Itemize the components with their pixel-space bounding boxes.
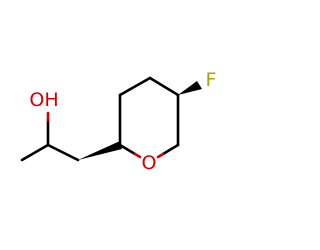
bond-ring-c2-oxygen-red [133,152,142,159]
bond-ring-c2-oxygen [118,143,137,156]
bond-ring-c6-oxygen-red [156,152,165,159]
structure-diagram: OH O F [20,69,217,174]
fluorine-label: F [206,69,217,91]
stereo-wedge-c2 [78,141,122,160]
ring-oxygen-label: O [142,152,157,174]
stereo-wedge-c5 [178,81,202,95]
bond-ring-c4-c5 [148,76,180,97]
bond-carbinol-methylene [46,143,80,162]
bond-ring-c3-c4 [118,76,152,97]
bond-methyl-carbinol [20,143,50,162]
bond-ring-c6-oxygen [161,143,180,156]
hydroxyl-label: OH [29,89,58,111]
